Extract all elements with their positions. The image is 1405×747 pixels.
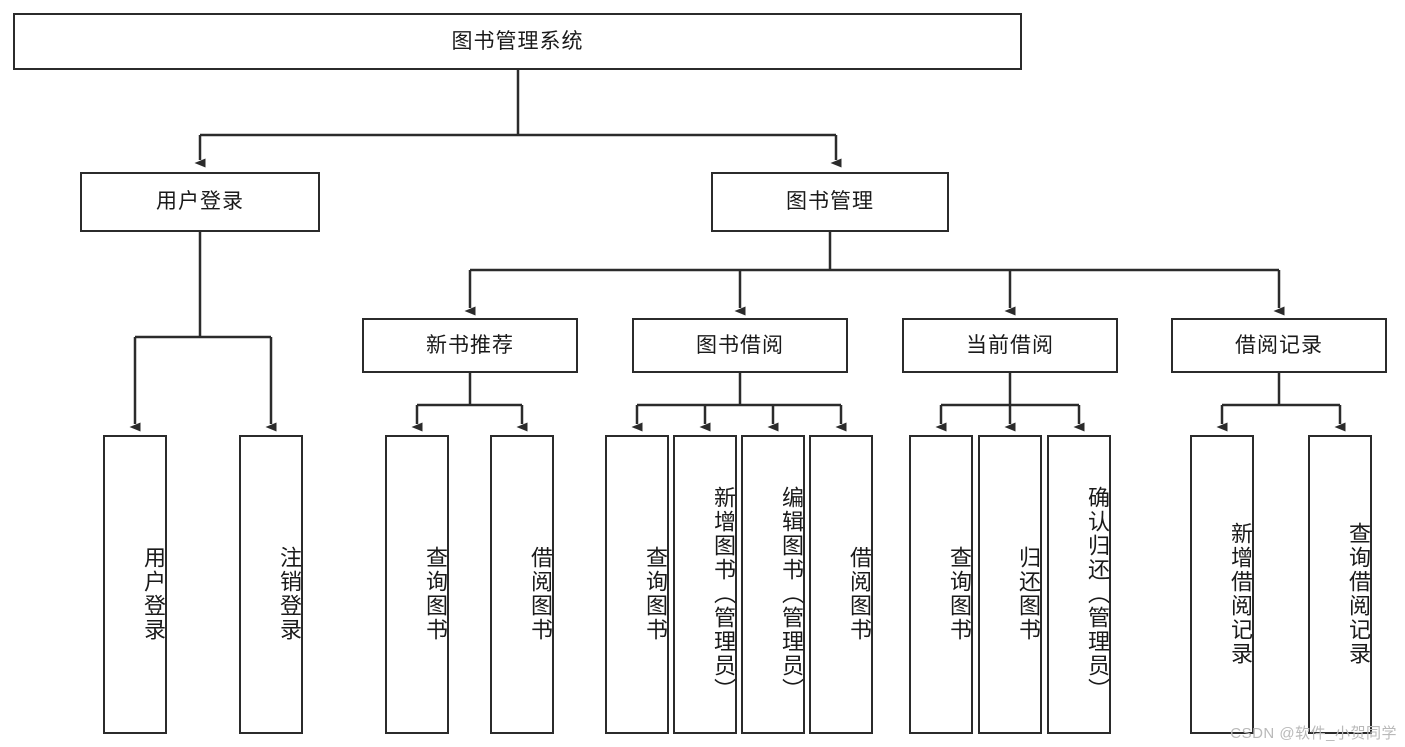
node-user-login-label: 用户登录 (156, 190, 244, 214)
node-leaf-query-book-1[interactable]: 查询图书 (385, 435, 449, 734)
node-leaf-query-book-2[interactable]: 查询图书 (605, 435, 669, 734)
node-leaf-query-record[interactable]: 查询借阅记录 (1308, 435, 1372, 734)
node-borrow-record[interactable]: 借阅记录 (1171, 318, 1387, 373)
node-leaf-confirm-return-label: 确认归还（管理员） (1085, 485, 1110, 702)
node-leaf-query-book-3-label: 查询图书 (947, 545, 972, 642)
node-leaf-confirm-return[interactable]: 确认归还（管理员） (1047, 435, 1111, 734)
node-new-book-recommend[interactable]: 新书推荐 (362, 318, 578, 373)
node-leaf-add-record-label: 新增借阅记录 (1228, 521, 1253, 666)
node-leaf-edit-book[interactable]: 编辑图书（管理员） (741, 435, 805, 734)
node-leaf-borrow-book-2[interactable]: 借阅图书 (809, 435, 873, 734)
node-leaf-edit-book-label: 编辑图书（管理员） (779, 485, 804, 702)
node-leaf-user-login[interactable]: 用户登录 (103, 435, 167, 734)
node-book-borrow[interactable]: 图书借阅 (632, 318, 848, 373)
node-leaf-borrow-book-2-label: 借阅图书 (847, 545, 872, 642)
node-leaf-query-book-1-label: 查询图书 (423, 545, 448, 642)
node-book-manage[interactable]: 图书管理 (711, 172, 949, 232)
node-book-manage-label: 图书管理 (786, 190, 874, 214)
node-book-borrow-label: 图书借阅 (696, 333, 784, 357)
node-leaf-add-book[interactable]: 新增图书（管理员） (673, 435, 737, 734)
node-leaf-borrow-book-1[interactable]: 借阅图书 (490, 435, 554, 734)
node-leaf-return-book[interactable]: 归还图书 (978, 435, 1042, 734)
node-leaf-query-book-3[interactable]: 查询图书 (909, 435, 973, 734)
node-current-borrow[interactable]: 当前借阅 (902, 318, 1118, 373)
node-leaf-add-book-label: 新增图书（管理员） (711, 485, 736, 702)
node-leaf-logout-login-label: 注销登录 (277, 545, 302, 642)
node-leaf-query-record-label: 查询借阅记录 (1346, 521, 1371, 666)
watermark: CSDN @软件_小贺同学 (1230, 725, 1397, 742)
node-leaf-logout-login[interactable]: 注销登录 (239, 435, 303, 734)
node-borrow-record-label: 借阅记录 (1235, 333, 1323, 357)
node-leaf-return-book-label: 归还图书 (1016, 545, 1041, 642)
node-leaf-add-record[interactable]: 新增借阅记录 (1190, 435, 1254, 734)
node-leaf-borrow-book-1-label: 借阅图书 (528, 545, 553, 642)
node-leaf-user-login-label: 用户登录 (141, 545, 166, 642)
node-leaf-query-book-2-label: 查询图书 (643, 545, 668, 642)
node-current-borrow-label: 当前借阅 (966, 333, 1054, 357)
node-root-label: 图书管理系统 (451, 29, 584, 53)
node-root[interactable]: 图书管理系统 (13, 13, 1022, 70)
node-new-book-recommend-label: 新书推荐 (426, 333, 514, 357)
node-user-login[interactable]: 用户登录 (80, 172, 320, 232)
